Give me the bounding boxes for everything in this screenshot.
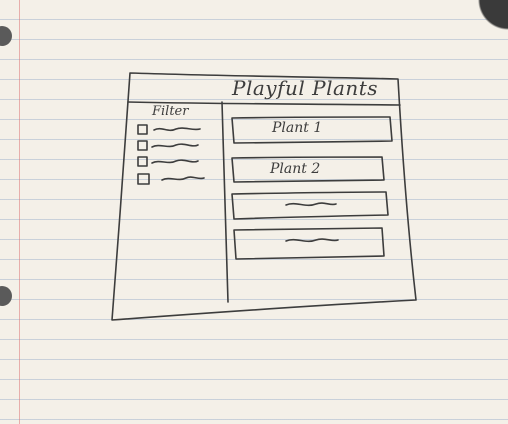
paper-corner-shadow xyxy=(468,0,508,40)
plant-card-1[interactable] xyxy=(231,116,393,144)
binder-hole-bottom xyxy=(0,286,12,306)
plant-card-2[interactable] xyxy=(231,156,385,183)
app-title: Playful Plants xyxy=(232,76,379,100)
filter-checkbox-1[interactable] xyxy=(137,124,148,135)
filter-heading: Filter xyxy=(152,104,189,119)
filter-checkbox-4[interactable] xyxy=(137,173,150,185)
plant-card-4-squiggle xyxy=(285,238,339,243)
filter-checkbox-2[interactable] xyxy=(137,140,148,151)
filter-option-4-squiggle xyxy=(161,176,205,181)
plant-card-3-squiggle xyxy=(285,202,337,207)
filter-checkbox-3[interactable] xyxy=(137,156,148,167)
paper-margin-line xyxy=(19,0,20,424)
plant-card-2-name: Plant 2 xyxy=(270,161,321,177)
plant-card-3[interactable] xyxy=(231,191,389,220)
binder-hole-top xyxy=(0,26,12,46)
filter-option-3-squiggle xyxy=(151,159,199,164)
filter-option-1-squiggle xyxy=(153,127,201,132)
sidebar-divider xyxy=(221,101,229,303)
filter-option-2-squiggle xyxy=(151,143,199,148)
plant-card-1-name: Plant 1 xyxy=(272,120,323,136)
plant-card-4[interactable] xyxy=(233,227,385,260)
app-window-frame xyxy=(111,72,417,321)
header-divider xyxy=(127,101,401,106)
